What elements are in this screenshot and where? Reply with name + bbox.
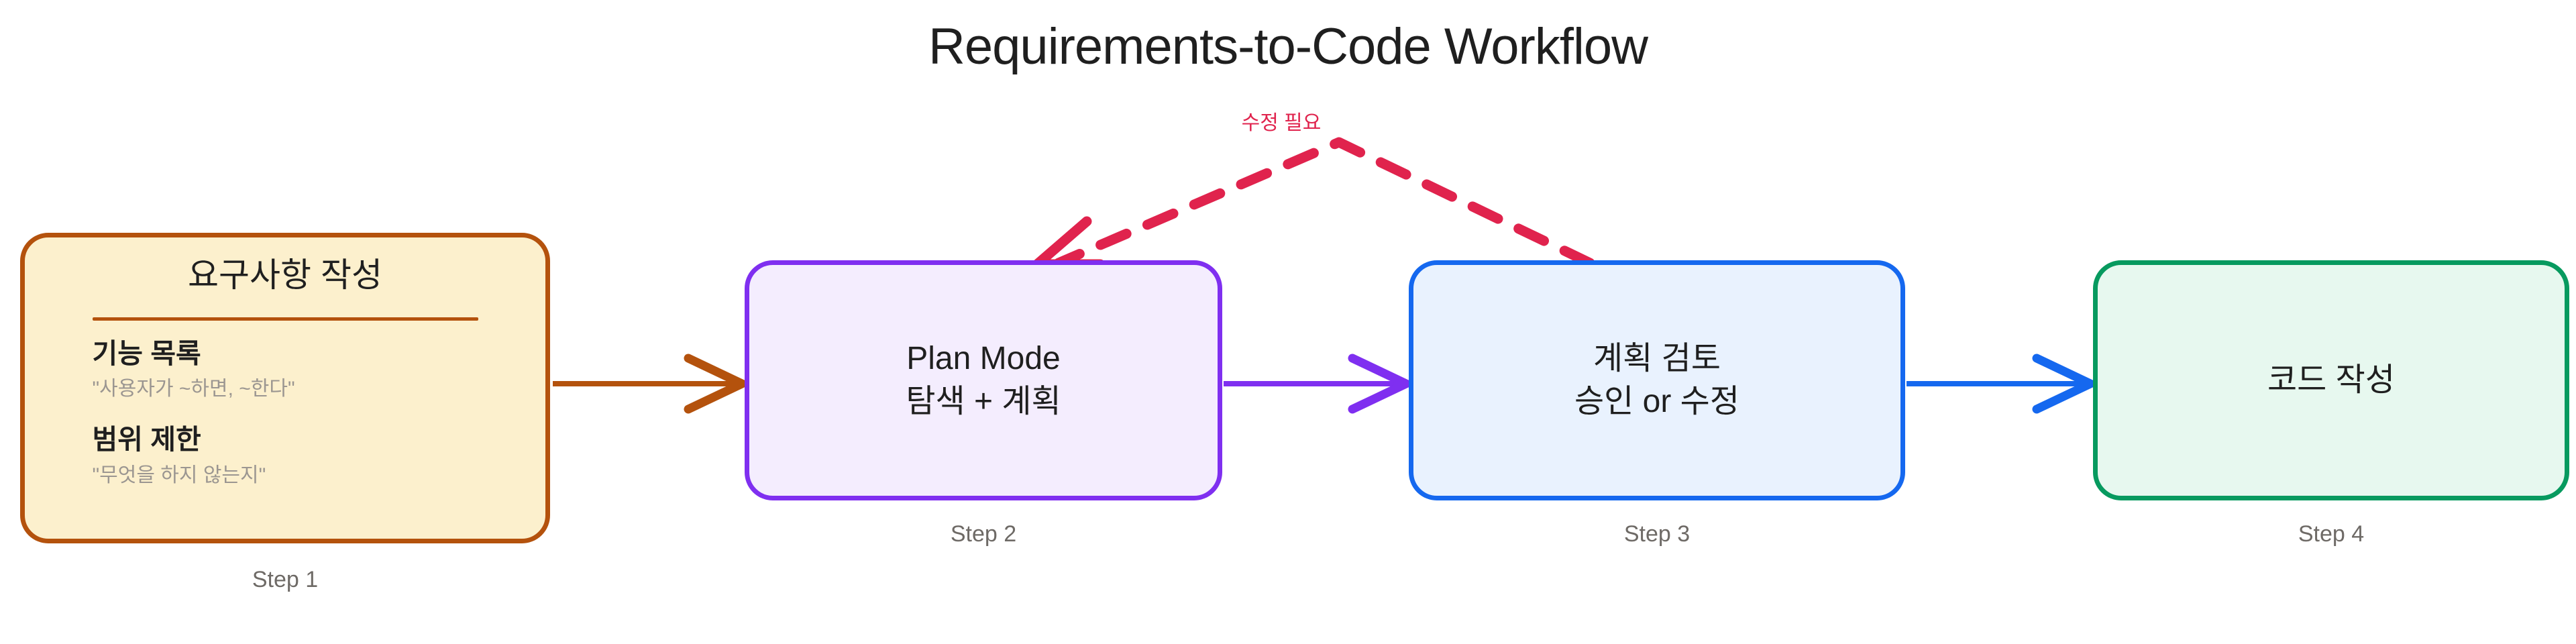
node-step4-line-0: 코드 작성 <box>2267 362 2395 398</box>
node-step1-caption: Step 1 <box>252 567 319 592</box>
node-step1-divider <box>92 317 478 321</box>
node-step2-line-1: 탐색 + 계획 <box>906 384 1061 419</box>
node-step3-line-1: 승인 or 수정 <box>1574 384 1739 419</box>
node-step3-plan-review[interactable]: 계획 검토 승인 or 수정 <box>1409 260 1905 500</box>
node-step3-line-0: 계획 검토 <box>1593 340 1721 376</box>
node-step1-detail-1: 범위 제한 "무엇을 하지 않는지" <box>93 421 478 490</box>
detail-note-feature-list: "사용자가 ~하면, ~한다" <box>92 378 295 400</box>
node-step2-plan-mode[interactable]: Plan Mode 탐색 + 계획 <box>745 260 1222 500</box>
edge-step1-to-step2 <box>553 354 753 414</box>
node-step4-write-code[interactable]: 코드 작성 <box>2093 260 2569 500</box>
node-step1-title: 요구사항 작성 <box>188 256 382 294</box>
node-step2-line-0: Plan Mode <box>906 340 1061 376</box>
node-step2-caption: Step 2 <box>950 521 1017 547</box>
node-step4-caption: Step 4 <box>2298 521 2365 547</box>
detail-note-scope-limit: "무엇을 하지 않는지" <box>92 464 266 486</box>
edge-step3-to-step2-feedback <box>1023 137 1595 270</box>
node-step1-detail-0: 기능 목록 "사용자가 ~하면, ~한다" <box>93 335 478 404</box>
edge-step3-to-step4 <box>1907 354 2101 414</box>
node-step3-caption: Step 3 <box>1623 521 1690 547</box>
edge-step2-to-step3 <box>1224 354 1417 414</box>
detail-label-scope-limit: 범위 제한 <box>92 424 201 455</box>
detail-label-feature-list: 기능 목록 <box>92 338 201 369</box>
edge-label-feedback: 수정 필요 <box>1241 112 1322 134</box>
page-title: Requirements-to-Code Workflow <box>928 18 1648 75</box>
node-step1-requirements[interactable]: 요구사항 작성 기능 목록 "사용자가 ~하면, ~한다" 범위 제한 "무엇을… <box>20 233 550 543</box>
